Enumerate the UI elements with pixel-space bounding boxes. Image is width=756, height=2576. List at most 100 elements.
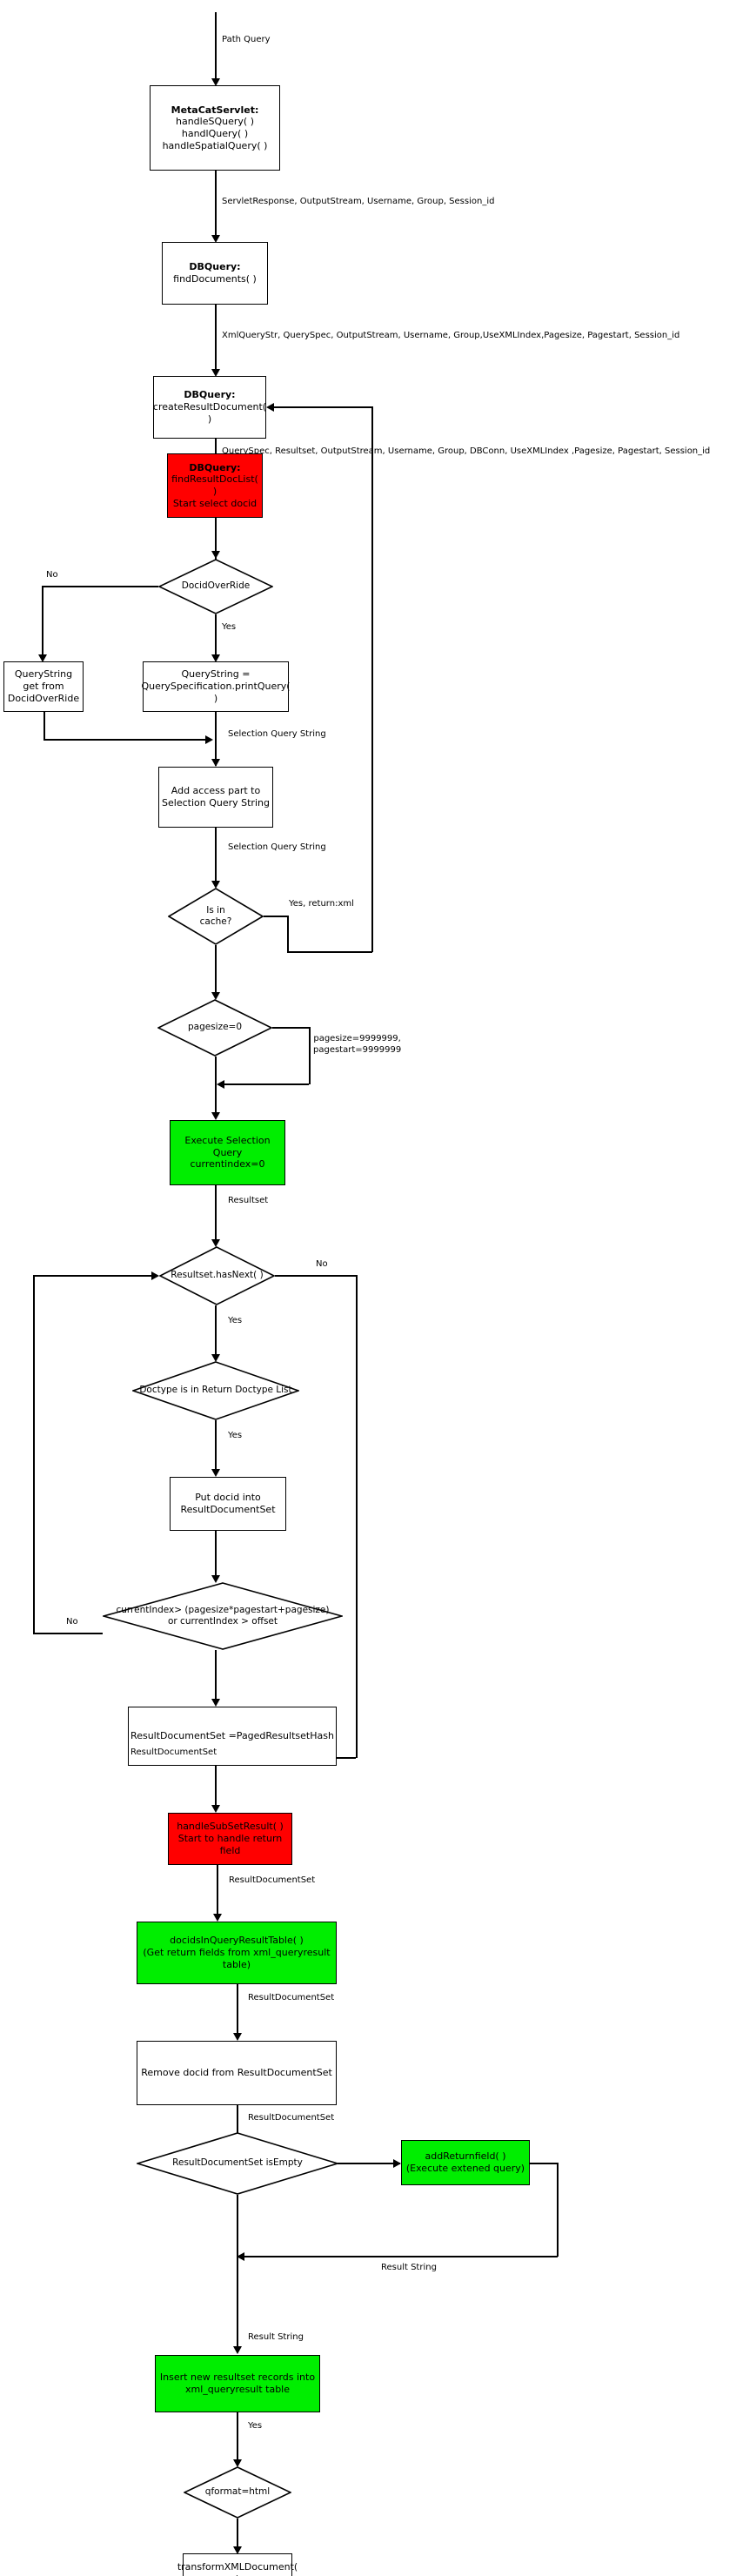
decision-pagesize-zero[interactable]: pagesize=0 [157,999,272,1057]
decision-is-in-cache[interactable]: Is in cache? [168,888,264,945]
node-querystring-get-from-docidoverride[interactable]: QueryString get from DocidOverRide [3,661,84,712]
decision-resultset-hasnext[interactable]: Resultset.hasNext( ) [159,1246,275,1305]
node-querystring-print-line1: QueryString = [181,668,251,681]
node-add-access-part[interactable]: Add access part to Selection Query Strin… [158,767,273,828]
edge-doctype-yes-arrow [211,1469,220,1477]
edge-return-xml-h [274,406,372,408]
edge-hasnext-yes-arrow [211,1354,220,1362]
decision-doctype-in-return-list[interactable]: Doctype is in Return Doctype List [132,1361,299,1420]
edge-to-isempty-v [237,2105,238,2159]
edge-currentindex-yes-v [215,1650,217,1704]
edge-doctype-yes-v [215,1420,217,1474]
decision-resultset-hasnext-shape [159,1246,275,1305]
edge-entry-line [215,12,217,84]
edge-label-xmlquerystr: XmlQueryStr, QuerySpec, OutputStream, Us… [222,331,680,340]
edge-return-xml-h2 [287,951,372,953]
edge-to-transform-v [237,2519,238,2552]
edge-label-selection-query-string-1: Selection Query String [228,729,326,739]
node-put-docid-into-set[interactable]: Put docid into ResultDocumentSet [170,1477,286,1531]
edge-addreturnfield-h [244,2256,558,2257]
decision-currentindex-check[interactable]: currentIndex> (pagesize*pagestart+pagesi… [103,1582,343,1650]
node-handle-subset-line2: Start to handle return field [177,1833,283,1856]
edge-docidoverride-no-arrow [37,654,47,662]
edge-resultset-v [215,1185,217,1244]
edge-entry-arrow [211,78,220,86]
edge-label-selection-query-string-2: Selection Query String [228,842,326,852]
decision-currentindex-line1: currentIndex> (pagesize*pagestart+pagesi… [116,1604,330,1615]
decision-docidoverride[interactable]: DocidOverRide [158,559,273,614]
decision-isempty-shape [137,2132,338,2195]
node-transform-xml-document[interactable]: transformXMLDocument( ) [177,2553,298,2576]
node-insert-line1: Insert new resultset records into [159,2371,316,2384]
edge-docidoverride-no-h [42,586,158,587]
decision-is-in-cache-shape [168,888,264,945]
node-insert-new-resultset[interactable]: Insert new resultset records into xml_qu… [155,2355,320,2412]
edge-servlet-line [215,171,217,240]
node-addreturnfield-line2: (Execute extened query) [405,2163,525,2174]
node-execute-line1: Execute Selection Query [184,1134,271,1158]
edge-pagesize-override-arrow [217,1080,224,1089]
node-remove-docid[interactable]: Remove docid from ResultDocumentSet [137,2041,337,2105]
edge-isempty-down-arrow [232,2346,242,2354]
node-querystring-printquery[interactable]: QueryString = QuerySpecification.printQu… [141,661,291,712]
node-docids-in-query-result-table[interactable]: docidsInQueryResultTable( ) (Get return … [137,1922,337,1984]
node-metacatservlet-title: MetaCatServlet: [171,104,259,116]
node-docids-line2: (Get return fields from xml_queryresult … [143,1947,331,1970]
edge-label-currentindex-no: No [66,1617,78,1627]
node-metacatservlet[interactable]: MetaCatServlet: handleSQuery( ) handlQue… [150,85,280,171]
decision-qformat-shape [184,2466,291,2519]
node-put-docid-line1: Put docid into [195,1492,261,1504]
edge-servlet-arrow [211,235,220,243]
edge-to-removedocid-arrow [232,2033,242,2041]
node-dbquery-createresultdocument[interactable]: DBQuery: createResultDocument( ) [153,376,266,439]
node-handle-subset-result[interactable]: handleSubSetResult( ) Start to handle re… [168,1813,292,1865]
node-finddocuments-title: DBQuery: [189,261,241,273]
edge-cache-yes-h [264,916,287,917]
decision-qformat-html[interactable]: qformat=html [184,2466,291,2519]
edge-to-execute-arrow [211,1112,220,1120]
edge-label-pagesize-line2: pagestart=9999999 [313,1044,402,1055]
decision-resultdocumentset-isempty[interactable]: ResultDocumentSet isEmpty [137,2132,338,2195]
node-put-docid-line2: ResultDocumentSet [180,1504,276,1515]
edge-to-docidsinquery-v [217,1865,218,1919]
node-finddocuments-line2: findDocuments( ) [173,273,257,285]
node-findresultdoclist-line3: Start select docid [172,497,258,509]
node-add-return-field[interactable]: addReturnfield( ) (Execute extened query… [401,2140,530,2185]
node-dbquery-findresultdoclist[interactable]: DBQuery: findResultDocList( ) Start sele… [167,453,263,518]
edge-label-hasnext-no: No [316,1259,328,1269]
edge-addreturnfield-v [557,2163,559,2257]
node-paged-resultset-hash-label: ResultDocumentSet =PagedResultsetHash [130,1730,334,1742]
node-paged-resultset-hash[interactable]: ResultDocumentSet =PagedResultsetHash [128,1707,337,1766]
decision-is-in-cache-line2: cache? [199,916,232,927]
edge-docidoverride-yes-arrow [211,654,220,662]
edge-cache-yes-v [287,916,289,952]
node-add-access-line1: Add access part to [171,785,261,797]
decision-qformat-label: qformat=html [204,2486,271,2498]
edge-to-execute-v [215,1057,217,1117]
edge-to-docidoverride-arrow [211,551,220,559]
node-handle-subset-line1: handleSubSetResult( ) [177,1821,284,1833]
node-metacatservlet-line4: handleSpatialQuery( ) [162,139,268,151]
decision-doctype-label: Doctype is in Return Doctype List [139,1385,292,1396]
decision-pagesize-zero-label: pagesize=0 [187,1022,243,1033]
edge-isempty-right-arrow [393,2159,401,2168]
edge-label-pagesize-line1: pagesize=9999999, [313,1034,401,1043]
edge-to-currentindex-arrow [211,1575,220,1583]
edge-label-resultdocumentset-2: ResultDocumentSet [229,1875,316,1885]
edge-label-yes-return-xml: Yes, return:xml [289,899,354,909]
decision-docidoverride-label: DocidOverRide [181,580,251,592]
decision-currentindex-shape [103,1582,343,1650]
node-findresultdoclist-line2: findResultDocList( ) [171,473,258,497]
edge-pagesize-override-v [309,1027,311,1084]
edge-loopback-h2 [33,1633,103,1634]
decision-pagesize-zero-shape [157,999,272,1057]
edge-currentindex-yes-arrow [211,1699,220,1707]
decision-docidoverride-shape [158,559,273,614]
edge-label-resultdocumentset-3: ResultDocumentSet [248,1993,335,2002]
node-execute-selection-query[interactable]: Execute Selection Query currentindex=0 [170,1120,285,1185]
node-dbquery-finddocuments[interactable]: DBQuery: findDocuments( ) [162,242,268,305]
decision-currentindex-label: currentIndex> (pagesize*pagestart+pagesi… [103,1582,343,1650]
edge-docidoverride-yes-v [215,614,217,660]
node-querystring-get-line1: QueryString [14,668,73,681]
